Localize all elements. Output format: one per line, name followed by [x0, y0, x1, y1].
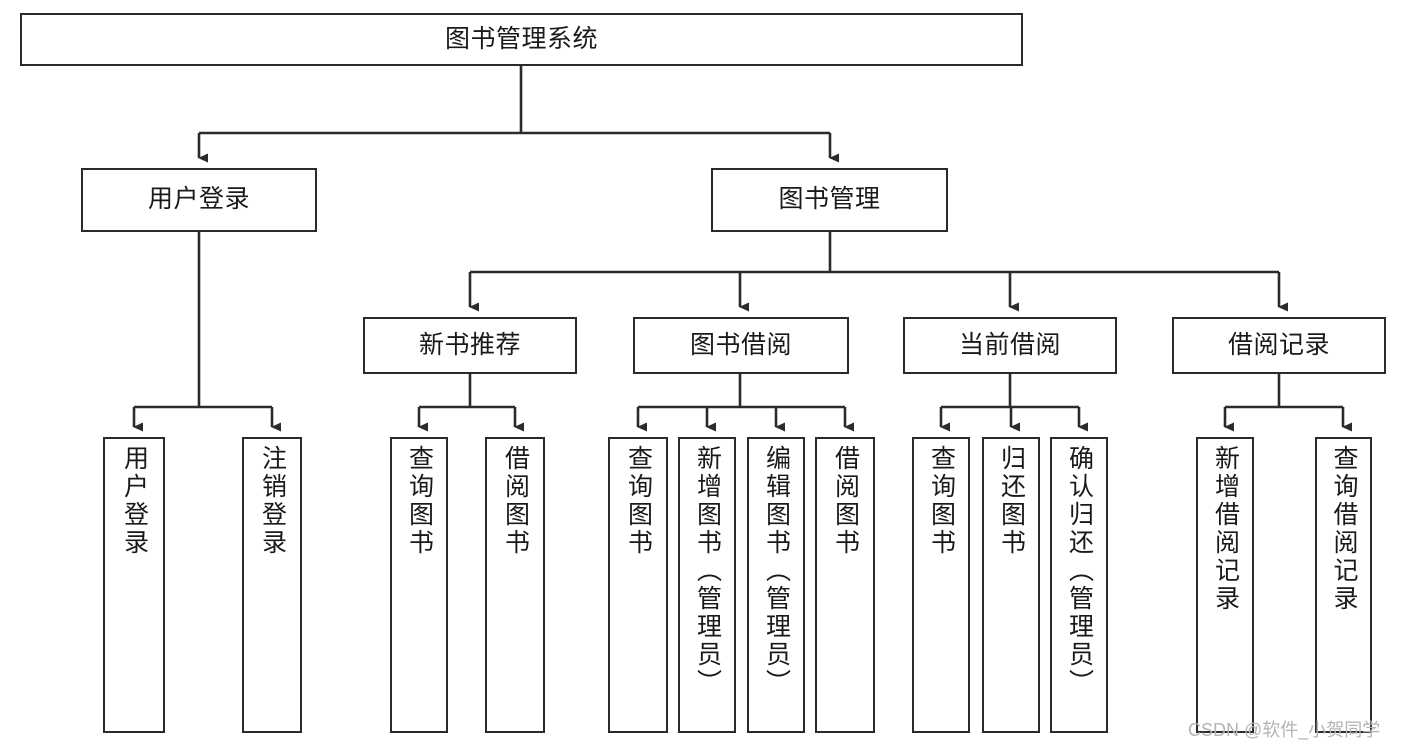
- node-label: 图书管理系统: [444, 24, 598, 53]
- node-leaf-query-borrow-record[interactable]: 查询借阅记录: [1315, 437, 1372, 733]
- node-current-borrow[interactable]: 当前借阅: [903, 317, 1117, 374]
- node-book-management[interactable]: 图书管理: [711, 168, 948, 232]
- node-label: 编辑图书（管理员）: [762, 445, 791, 697]
- node-label: 查询图书: [927, 445, 956, 557]
- node-root-system[interactable]: 图书管理系统: [20, 13, 1023, 66]
- node-leaf-user-login[interactable]: 用户登录: [103, 437, 165, 733]
- node-user-login[interactable]: 用户登录: [81, 168, 317, 232]
- node-label: 当前借阅: [958, 330, 1061, 359]
- node-label: 查询图书: [405, 445, 434, 557]
- node-label: 图书借阅: [689, 330, 792, 359]
- node-label: 用户登录: [147, 185, 250, 214]
- csdn-watermark: CSDN @软件_小贺同学: [1188, 720, 1381, 740]
- node-leaf-return-book[interactable]: 归还图书: [982, 437, 1040, 733]
- node-leaf-borrow-book[interactable]: 借阅图书: [815, 437, 875, 733]
- node-label: 查询借阅记录: [1330, 445, 1358, 613]
- node-leaf-confirm-return-admin[interactable]: 确认归还（管理员）: [1050, 437, 1108, 733]
- node-borrow-record[interactable]: 借阅记录: [1172, 317, 1386, 374]
- node-label: 新书推荐: [418, 330, 521, 359]
- node-leaf-query-book-borrow[interactable]: 查询图书: [608, 437, 668, 733]
- node-leaf-user-logout[interactable]: 注销登录: [242, 437, 302, 733]
- node-leaf-add-borrow-record[interactable]: 新增借阅记录: [1196, 437, 1254, 733]
- node-label: 确认归还（管理员）: [1065, 445, 1094, 697]
- node-label: 查询图书: [624, 445, 653, 557]
- node-label: 图书管理: [778, 185, 881, 214]
- node-leaf-add-book-admin[interactable]: 新增图书（管理员）: [678, 437, 736, 733]
- node-book-borrow[interactable]: 图书借阅: [633, 317, 849, 374]
- node-leaf-edit-book-admin[interactable]: 编辑图书（管理员）: [747, 437, 805, 733]
- node-label: 用户登录: [120, 445, 149, 557]
- node-label: 借阅图书: [501, 445, 530, 557]
- node-leaf-query-book-current[interactable]: 查询图书: [912, 437, 970, 733]
- node-label: 注销登录: [258, 445, 287, 557]
- node-leaf-borrow-book-recommend[interactable]: 借阅图书: [485, 437, 545, 733]
- node-label: 归还图书: [997, 445, 1026, 557]
- node-label: 新增借阅记录: [1211, 445, 1240, 613]
- node-leaf-query-book-recommend[interactable]: 查询图书: [390, 437, 448, 733]
- node-label: 借阅记录: [1227, 330, 1330, 359]
- node-label: 借阅图书: [831, 445, 860, 557]
- node-new-book-recommend[interactable]: 新书推荐: [363, 317, 577, 374]
- node-label: 新增图书（管理员）: [693, 445, 722, 697]
